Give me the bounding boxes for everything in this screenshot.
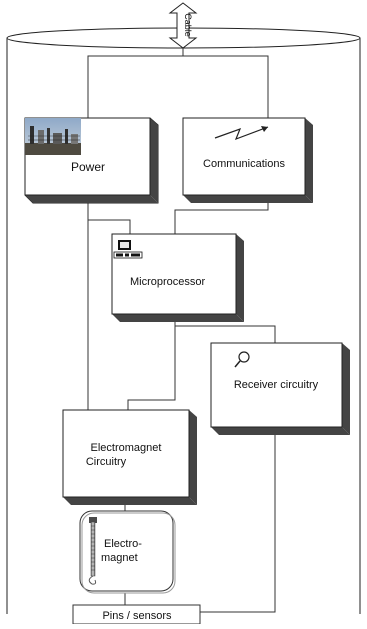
magnifier-icon	[234, 351, 250, 368]
communications-label: Communications	[203, 158, 285, 170]
cable-arrow: Cable	[168, 2, 198, 49]
receiver-label: Receiver circuitry	[234, 379, 319, 391]
cable-label: Cable	[183, 13, 193, 37]
power-block: Power	[24, 117, 159, 204]
electromagnet-block: Electro- magnet	[79, 510, 176, 594]
electromagnet-label-line2: magnet	[101, 552, 138, 564]
power-plant-photo-icon	[25, 118, 81, 155]
connection-wires	[87, 42, 276, 613]
electromagnet-circuitry-block: Electromagnet Circuitry	[62, 409, 197, 505]
microprocessor-block: Microprocessor	[111, 233, 244, 322]
electromagnet-label-line1: Electro-	[104, 538, 142, 550]
computer-icon	[113, 240, 143, 259]
microprocessor-label: Microprocessor	[130, 276, 206, 288]
communications-block: Communications	[182, 117, 313, 203]
pins-sensors-label: Pins / sensors	[102, 610, 172, 622]
power-label: Power	[71, 160, 105, 174]
receiver-block: Receiver circuitry	[210, 342, 350, 435]
electromagnet-circuitry-label-line2: Circuitry	[86, 456, 127, 468]
lightning-signal-icon	[214, 126, 269, 141]
coil-bar-icon	[88, 517, 97, 585]
pins-sensors-box: Pins / sensors	[72, 604, 201, 625]
electromagnet-circuitry-label-line1: Electromagnet	[91, 442, 162, 454]
